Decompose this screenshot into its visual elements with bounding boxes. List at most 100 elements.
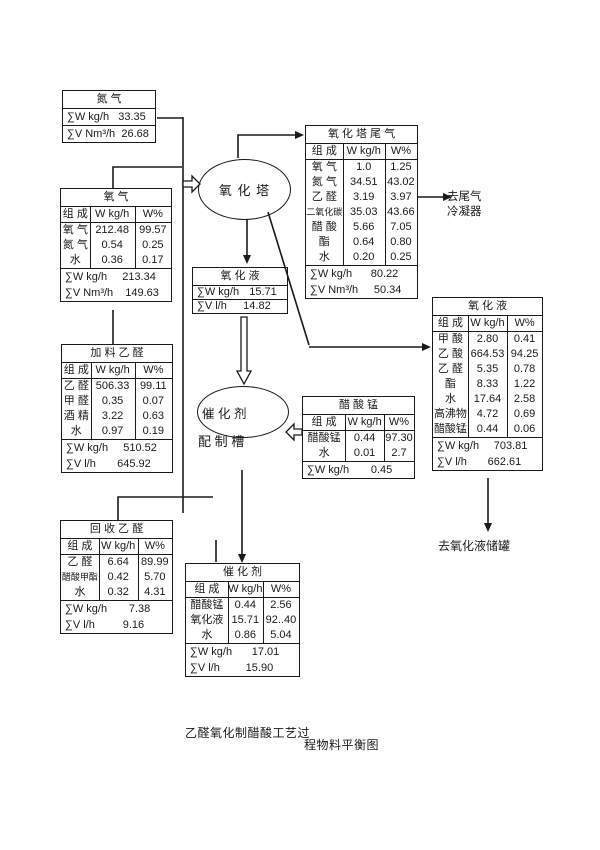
cell-pct: 1.25 — [390, 161, 412, 173]
header-pct: W% — [514, 317, 535, 329]
cell-pct: 89.99 — [141, 556, 169, 568]
table-header: 组 成 W kg/h W% — [186, 582, 299, 598]
sum-value: 7.38 — [128, 602, 151, 615]
table-row: 氧 气 212.48 99.57 — [61, 223, 171, 238]
sum-value: 645.92 — [117, 457, 151, 470]
table-header: 组 成 W kg/h W% — [62, 363, 172, 379]
cell-pct: 99.57 — [139, 224, 167, 236]
cell-name: 乙 醛 — [67, 556, 93, 568]
cell-name: 醋酸锰 — [190, 599, 224, 611]
manganese-acetate-table: 醋 酸 锰 组 成 W kg/h W% 醋酸锰 0.44 97.30 水 0.0… — [302, 396, 415, 479]
cell-w: 0.44 — [353, 432, 376, 444]
sum-row: ∑W kg/h 7.38 — [61, 601, 172, 617]
header-w: W kg/h — [228, 583, 263, 595]
cell-name: 二氧化碳 — [306, 207, 343, 217]
hollow-arrow-oxidliquid-to-tank — [235, 316, 253, 386]
header-w: W kg/h — [95, 364, 130, 376]
header-composition: 组 成 — [63, 364, 89, 376]
table-header: 组 成 W kg/h W% — [61, 539, 172, 555]
sum-row: ∑V l/h 662.61 — [433, 454, 542, 470]
cell-w: 35.03 — [349, 206, 378, 218]
cell-w: 0.97 — [101, 425, 124, 437]
cell-pct: 7.05 — [390, 221, 412, 233]
sum-value: 50.34 — [373, 283, 402, 296]
table-row: 水 0.97 0.19 — [62, 424, 172, 439]
cell-pct: 5.70 — [144, 571, 166, 583]
header-w: W kg/h — [95, 208, 130, 220]
cell-w: 0.42 — [107, 571, 129, 583]
sum-value: 9.16 — [122, 618, 145, 631]
cell-name: 水 — [318, 251, 330, 263]
cell-w: 4.72 — [476, 408, 499, 420]
recovered-acetaldehyde-table: 回 收 乙 醛 组 成 W kg/h W% 乙 醛 6.64 89.99 醋酸甲… — [60, 520, 173, 634]
catalyst-tank-vessel — [197, 386, 289, 438]
cell-pct: 0.25 — [142, 239, 164, 251]
table-sums: ∑W kg/h 80.22 ∑V Nm³/h 50.34 — [306, 265, 417, 298]
table-title: 催 化 剂 — [186, 564, 299, 582]
sum-row: ∑W kg/h 0.45 — [303, 462, 414, 478]
table-title: 氧 化 液 — [193, 268, 287, 286]
sum-row: ∑V Nm³/h 149.63 — [61, 285, 171, 301]
header-pct: W% — [388, 416, 410, 428]
header-composition: 组 成 — [437, 317, 463, 329]
header-pct: W% — [143, 364, 164, 376]
sum-value: 510.52 — [123, 441, 157, 454]
table-row: 水 17.64 2.58 — [433, 392, 542, 407]
cell-pct: 2.7 — [391, 447, 407, 459]
arrowhead-oxidliquid — [243, 255, 251, 264]
cell-name: 醋酸锰 — [307, 432, 341, 444]
cell-name: 乙 酸 — [437, 348, 463, 360]
cell-w: 15.71 — [231, 614, 260, 626]
cell-pct: 1.22 — [513, 378, 536, 390]
cell-name: 水 — [74, 586, 86, 598]
table-row: 醋 酸 5.66 7.05 — [306, 220, 417, 235]
table-row: 水 0.86 5.04 — [186, 628, 299, 643]
cell-name: 乙 醛 — [63, 380, 89, 392]
sum-value: 33.35 — [118, 110, 146, 123]
cell-w: 506.33 — [95, 380, 130, 392]
table-title: 加 料 乙 醛 — [62, 345, 172, 363]
sum-value: 213.34 — [122, 270, 156, 283]
table-row: 水 0.01 2.7 — [303, 446, 414, 461]
cell-w: 0.86 — [234, 629, 257, 641]
cell-name: 甲 醛 — [63, 395, 89, 407]
cell-pct: 99.11 — [139, 380, 167, 392]
table-sums: ∑W kg/h 510.52 ∑V l/h 645.92 — [62, 439, 172, 472]
cell-w: 0.20 — [353, 251, 375, 263]
cell-w: 0.01 — [353, 447, 376, 459]
cell-w: 2.80 — [476, 333, 499, 345]
cell-pct: 0.07 — [142, 395, 165, 407]
table-row: 水 0.20 0.25 — [306, 250, 417, 265]
sum-value: 149.63 — [125, 286, 159, 299]
sum-label: ∑V l/h — [190, 661, 220, 674]
cell-pct: 97.30 — [385, 432, 413, 444]
table-row: 氧 气 1.0 1.25 — [306, 160, 417, 175]
sum-row: ∑W kg/h 15.71 — [193, 286, 287, 299]
table-row: 甲 酸 2.80 0.41 — [433, 332, 542, 347]
cell-name: 酒 精 — [63, 410, 89, 422]
cell-pct: 0.41 — [513, 333, 536, 345]
cell-w: 0.64 — [353, 236, 375, 248]
header-composition: 组 成 — [62, 208, 88, 220]
flow-line-tower-to-tailgas — [237, 134, 295, 158]
table-row: 醋酸锰 0.44 97.30 — [303, 431, 414, 446]
oxidation-tower-label: 氧 化 塔 — [218, 183, 271, 198]
header-w: W kg/h — [470, 317, 505, 329]
cell-pct: 2.56 — [270, 599, 292, 611]
cell-pct: 0.80 — [390, 236, 412, 248]
table-row: 高沸物 4.72 0.69 — [433, 407, 542, 422]
cell-pct: 5.04 — [270, 629, 292, 641]
table-header: 组 成 W kg/h W% — [303, 415, 414, 431]
header-w: W kg/h — [346, 145, 381, 157]
sum-label: ∑V l/h — [66, 457, 96, 470]
cell-name: 水 — [69, 254, 81, 266]
header-pct: W% — [390, 145, 411, 157]
arrowhead-tailgas — [295, 131, 304, 139]
sum-label: ∑W kg/h — [67, 110, 110, 123]
tail-gas-table: 氧 化 塔 尾 气 组 成 W kg/h W% 氧 气 1.0 1.25 氮 气… — [305, 125, 418, 299]
oxidation-liquid-table: 氧 化 液 组 成 W kg/h W% 甲 酸 2.80 0.41 乙 酸 66… — [432, 297, 543, 471]
sum-label: ∑V Nm³/h — [65, 286, 114, 299]
cell-w: 17.64 — [473, 393, 502, 405]
table-row: 醋酸锰 0.44 0.06 — [433, 422, 542, 437]
cell-pct: 0.19 — [142, 425, 165, 437]
